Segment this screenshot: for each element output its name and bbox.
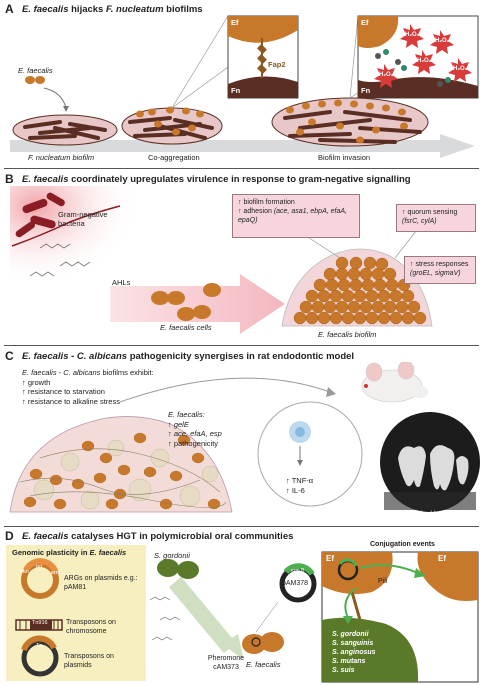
h2o2-label: H₂O₂ (417, 58, 432, 64)
cytokines: ↑ TNF-α ↑ IL-6 (286, 476, 314, 495)
panel-b-letter: B (5, 172, 14, 186)
tn-label: Tn (36, 643, 43, 649)
tn916-label: Tn916 (32, 620, 48, 626)
pheromone-label: Pheromone cAM373 (207, 655, 245, 671)
panel-b-title: E. faecalis coordinately upregulates vir… (22, 174, 411, 185)
s-gordonii-label: S. gordonii (154, 551, 190, 560)
ahls-label: AHLs (112, 278, 131, 287)
panel-d-letter: D (5, 529, 14, 543)
lesion-label: ↑ periapical lesion size (394, 509, 470, 518)
ef-biofilm-label: E. faecalis biofilm (318, 330, 377, 339)
h2o2-label: H₂O₂ (405, 32, 420, 38)
gene-van: van (20, 569, 29, 575)
gene-erm: erm (51, 570, 61, 576)
h2o2-label: H₂O₂ (435, 38, 450, 44)
fap2-label: Fap2 (268, 60, 286, 69)
transposons-plasmid-label: Transposons on plasmids (64, 653, 114, 669)
biofilm-traits: E. faecalis - C. albicans biofilms exhib… (22, 368, 154, 406)
divider (4, 168, 479, 169)
conjugation-title: Conjugation events (370, 541, 435, 548)
args-label: ARGs on plasmids e.g.: pAM81 (64, 575, 138, 591)
virulence-box-qs: ↑ quorum sensing (fsrC, cylA) (396, 204, 476, 232)
conj-ef2: Ef (438, 554, 446, 563)
inset2-fn: Fn (361, 86, 371, 95)
h2o2-label: H₂O₂ (379, 72, 394, 78)
gram-negative-label: Gram-negative bacteria (58, 210, 108, 228)
panel-a-illustration (10, 15, 479, 158)
transposons-chromosome-label: Transposons on chromosome (66, 619, 116, 635)
ef-traits: E. faecalis: ↑ gelE ↑ ace, efaA, esp ↑ p… (168, 410, 222, 448)
genomic-title: Genomic plasticity in E. faecalis (12, 548, 127, 557)
ef-cells-label: E. faecalis cells (160, 323, 212, 332)
panel-b-illustration (10, 186, 433, 334)
h2o2-label: H₂O₂ (453, 66, 468, 72)
panel-a-letter: A (5, 2, 14, 16)
pili-label: Pili (378, 578, 388, 585)
panel-d-title: E. faecalis catalyses HGT in polymicrobi… (22, 531, 294, 542)
recipient-species: S. gordonii S. sanguinis S. anginosus S.… (332, 631, 376, 674)
divider (4, 345, 479, 346)
stage2-label: Co-aggregation (148, 153, 200, 162)
virulence-box-stress: ↑ stress responses (groEL, sigmaV) (404, 256, 476, 284)
divider (4, 526, 479, 527)
stage3-label: Biofilm invasion (318, 153, 371, 162)
inset2-ef: Ef (361, 18, 369, 27)
panel-c-title: E. faecalis - C. albicans pathogenicity … (22, 351, 355, 362)
inset1-ef: Ef (231, 18, 239, 27)
panel-c-letter: C (5, 349, 14, 363)
ef-d-label: E. faecalis (246, 660, 281, 669)
virulence-box-biofilm: ↑ biofilm formation ↑ adhesion (ace, asa… (232, 194, 360, 238)
panel-d-illustration (15, 551, 479, 683)
panel-c-illustration (9, 362, 480, 513)
conj-ef1: Ef (326, 554, 334, 563)
inset1-fn: Fn (231, 86, 241, 95)
gene-tet: tet (36, 564, 43, 570)
ermb-label: erm B (291, 568, 305, 574)
ef-label-a: E. faecalis (18, 66, 53, 75)
pam378-label: pAM378 (282, 580, 309, 587)
panel-a-title: E. faecalis hijacks F. nucleatum biofilm… (22, 4, 203, 15)
stage1-label: F. nucleatum biofilm (28, 153, 95, 162)
